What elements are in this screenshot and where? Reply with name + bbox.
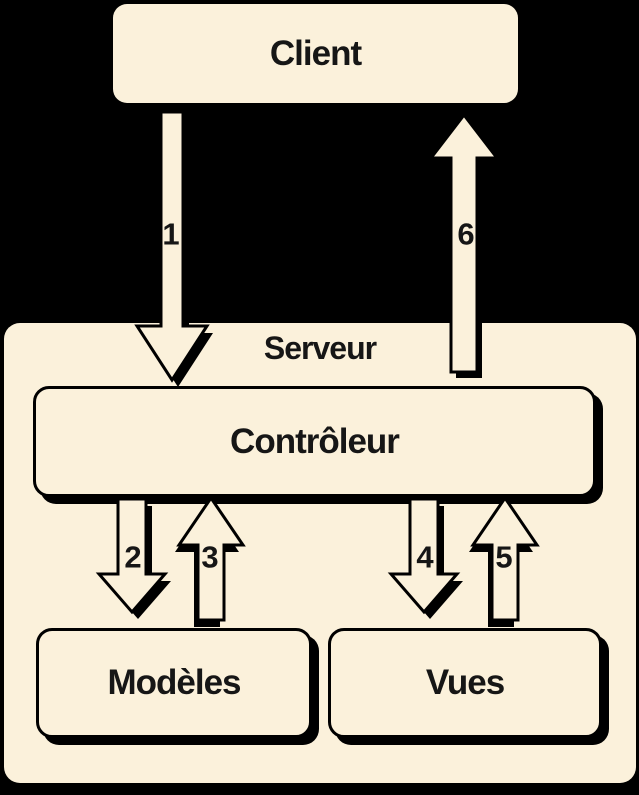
arrow-label-1: 1: [162, 216, 180, 252]
arrow-label-4: 4: [416, 539, 434, 575]
arrow-label-3: 3: [201, 539, 219, 575]
node-vues: Vues: [328, 628, 602, 738]
node-serveur-label: Serveur: [263, 330, 377, 366]
node-modeles-label: Modèles: [107, 663, 241, 702]
node-vues-label: Vues: [425, 663, 505, 702]
node-modeles: Modèles: [36, 628, 312, 738]
arrow-label-6: 6: [457, 216, 475, 252]
arrow-label-2: 2: [124, 539, 142, 575]
node-client-label: Client: [269, 33, 362, 73]
node-controleur-label: Contrôleur: [230, 421, 400, 461]
node-client: Client: [113, 4, 518, 103]
arrow-label-5: 5: [495, 539, 513, 575]
node-controleur: Contrôleur: [33, 386, 596, 497]
